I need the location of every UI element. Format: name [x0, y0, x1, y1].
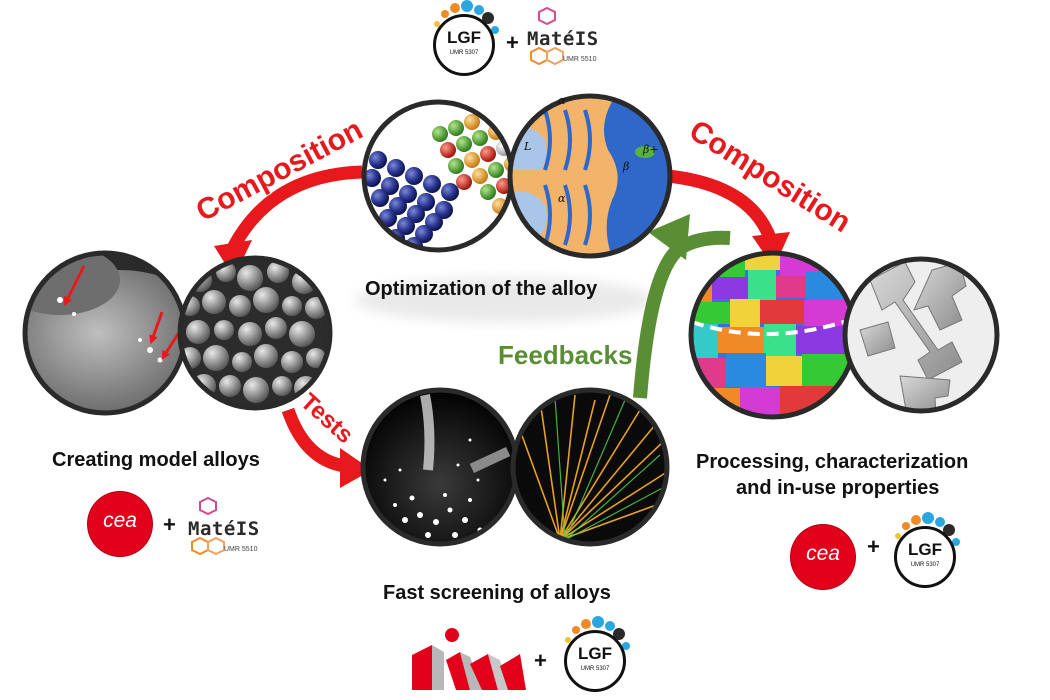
plus-right: +	[867, 534, 880, 559]
beta-label: β	[623, 160, 630, 173]
feedbacks-label: Feedbacks	[498, 340, 633, 370]
lgf-logo-right: LGF UMR 5307	[886, 512, 966, 592]
cea-logo-text: cea	[103, 509, 137, 532]
cea-logo-right: cea	[791, 525, 855, 589]
lgf-logo-top: LGF UMR 5307	[425, 0, 505, 80]
lgf-logo-text: LGF	[908, 540, 942, 559]
lab-block-logo	[412, 628, 526, 690]
alpha-bottom-label: α	[558, 192, 566, 205]
powder-frame	[177, 255, 333, 411]
mateis-logo-left: MatéIS UMR 5510	[188, 496, 298, 566]
beta-plus-label: β+	[643, 143, 659, 156]
feedbacks-arrow	[633, 242, 685, 399]
feedbacks-arrowhead	[648, 214, 690, 260]
spark-ejection-image	[363, 390, 517, 544]
mateis-logo-text: MatéIS	[527, 28, 599, 50]
powder-image	[180, 258, 330, 408]
cea-logo-text: cea	[806, 542, 840, 565]
lgf-logo-umr: UMR 5307	[580, 666, 610, 672]
tests-arrow	[281, 407, 347, 473]
processing-label-line1: Processing, characterization	[696, 451, 969, 473]
plus-left: +	[163, 512, 176, 537]
mateis-logo-umr: UMR 5510	[224, 546, 258, 553]
processing-label-line2: and in-use properties	[736, 477, 940, 499]
tensile-specimens-frame	[842, 256, 1000, 414]
lgf-logo-umr: UMR 5307	[910, 562, 940, 568]
composition-right-arrowhead	[752, 232, 790, 268]
mateis-hex-icon	[530, 6, 564, 66]
spark-trajectories-image	[513, 390, 667, 544]
composition-left-arrow	[226, 165, 363, 254]
cea-logo-left: cea	[88, 492, 152, 556]
alpha-top-label: α	[558, 94, 566, 107]
atom-lattice-image	[364, 102, 512, 250]
lgf-dots-icon	[565, 616, 630, 650]
liquid-label: L	[524, 140, 532, 153]
lgf-logo-umr: UMR 5307	[449, 50, 479, 56]
creating-label: Creating model alloys	[52, 449, 260, 471]
mateis-hex-icon	[191, 496, 225, 556]
plus-bottom: +	[534, 648, 547, 673]
lgf-logo-bottom: LGF UMR 5307	[556, 616, 636, 696]
lgf-logo-text: LGF	[447, 28, 481, 47]
mateis-logo-umr: UMR 5510	[563, 56, 597, 63]
composition-right-arrow	[667, 169, 777, 241]
spark-trajectories-frame	[510, 387, 670, 547]
optimization-label: Optimization of the alloy	[365, 278, 598, 300]
tests-arrowhead	[340, 448, 372, 488]
mateis-logo-text: MatéIS	[188, 518, 260, 540]
lgf-logo-text: LGF	[578, 644, 612, 663]
screening-label: Fast screening of alloys	[383, 582, 611, 604]
tensile-specimens-image	[845, 259, 997, 411]
label-shadow	[355, 278, 655, 322]
solidification-schematic-image	[510, 96, 670, 256]
lgf-dots-icon	[434, 0, 499, 34]
solidification-schematic-frame	[507, 93, 673, 259]
plus-top: +	[506, 30, 519, 55]
mateis-logo-top: MatéIS UMR 5510	[527, 6, 637, 76]
